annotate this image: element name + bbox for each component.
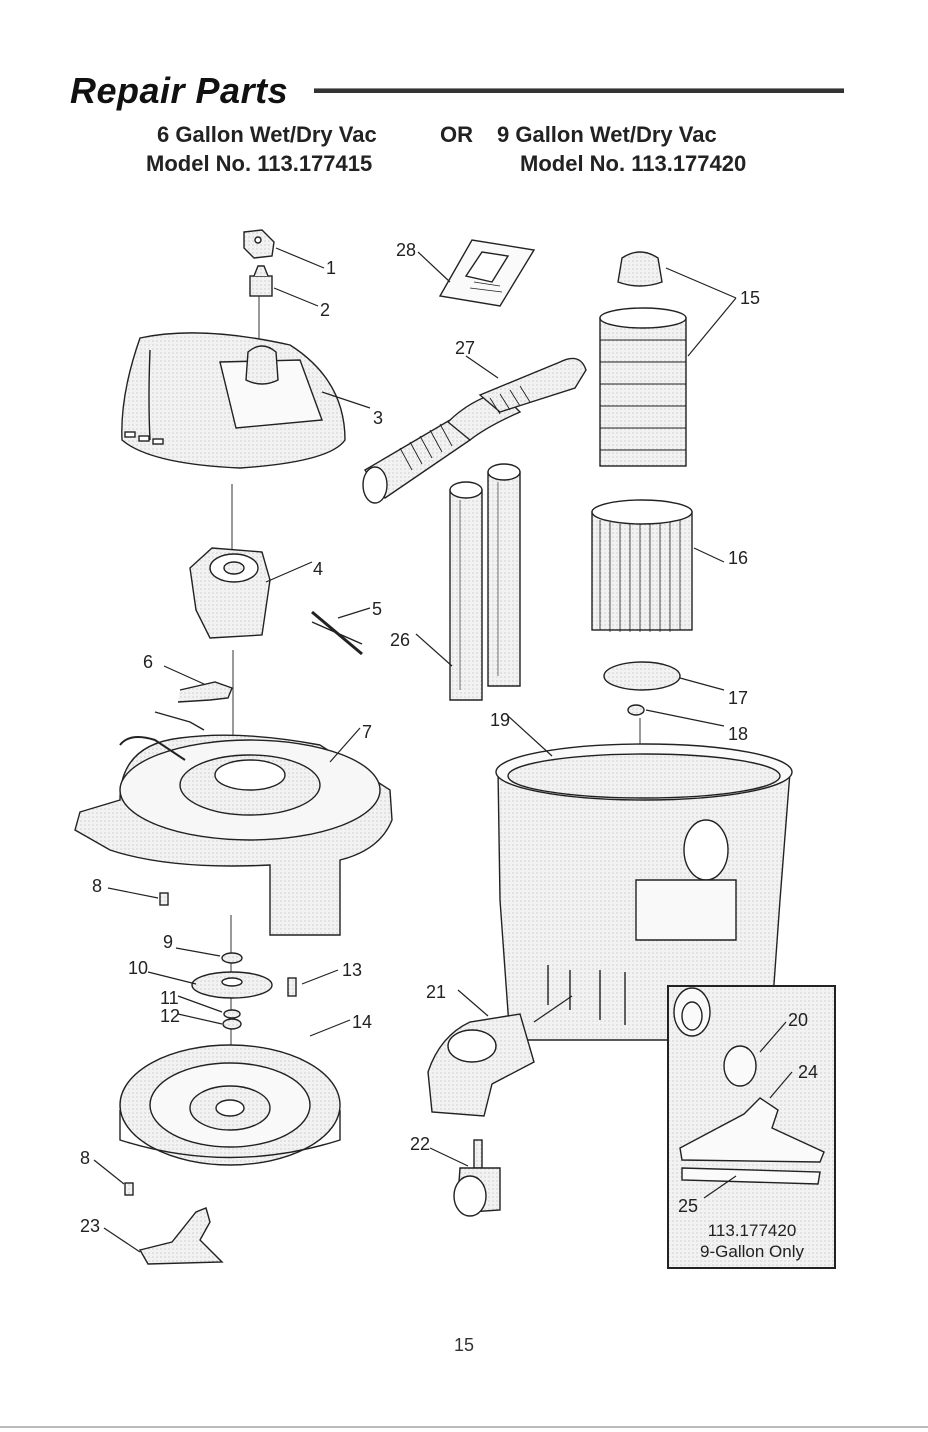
caster-foot-part: [428, 1014, 534, 1116]
base-plate-part: [120, 1045, 340, 1165]
motor-part: [190, 548, 270, 638]
manual-part: [440, 240, 534, 306]
callout-10: 10: [128, 958, 148, 978]
callout-12: 12: [160, 1006, 180, 1026]
callout-9: 9: [163, 932, 173, 952]
callout-8: 8: [92, 876, 102, 896]
callout-25: 25: [678, 1196, 698, 1216]
switch-part: [250, 266, 272, 296]
cartridge-filter-part: [592, 500, 692, 632]
callout-22: 22: [410, 1134, 430, 1154]
extension-wand-part: [450, 464, 520, 700]
callout-18: 18: [728, 724, 748, 744]
inset-model-number: 113.177420: [708, 1221, 797, 1240]
callout-19: 19: [490, 710, 510, 730]
callout-4: 4: [313, 559, 323, 579]
inset-capacity-note: 9-Gallon Only: [700, 1242, 804, 1261]
callout-8-lower: 8: [80, 1148, 90, 1168]
callout-6: 6: [143, 652, 153, 672]
callout-16: 16: [728, 548, 748, 568]
filter-nut-part: [628, 705, 644, 715]
power-cord-part: [155, 682, 232, 730]
filter-cage-part: [600, 252, 686, 466]
callout-20: 20: [788, 1010, 808, 1030]
hose-part: [363, 358, 586, 503]
washer-part: [222, 953, 242, 963]
callout-1: 1: [326, 258, 336, 278]
callout-3: 3: [373, 408, 383, 428]
utility-nozzle-part: [140, 1208, 222, 1264]
nut-part: [223, 1019, 241, 1029]
callout-28: 28: [396, 240, 416, 260]
callout-2: 2: [320, 300, 330, 320]
callout-21: 21: [426, 982, 446, 1002]
callout-26: 26: [390, 630, 410, 650]
callout-5: 5: [372, 599, 382, 619]
motor-cover-part: [122, 333, 345, 468]
screw-13-part: [288, 978, 296, 996]
callout-27: 27: [455, 338, 475, 358]
callout-7: 7: [362, 722, 372, 742]
spacer-part: [224, 1010, 240, 1018]
motor-shaft-part: [312, 612, 362, 654]
callout-23: 23: [80, 1216, 100, 1236]
caster-part: [454, 1140, 500, 1216]
callout-11: 11: [160, 988, 179, 1008]
callout-15: 15: [740, 288, 760, 308]
switch-cap-part: [244, 230, 274, 258]
callout-24: 24: [798, 1062, 818, 1082]
callout-17: 17: [728, 688, 748, 708]
inset-box: 113.177420 9-Gallon Only: [668, 986, 835, 1268]
callout-13: 13: [342, 960, 362, 980]
impeller-part: [192, 972, 272, 998]
page-number: 15: [0, 1335, 928, 1356]
callout-14: 14: [352, 1012, 372, 1032]
bottom-rule: [0, 1426, 928, 1428]
tank-lid-part: [75, 735, 392, 935]
filter-disc-part: [604, 662, 680, 690]
